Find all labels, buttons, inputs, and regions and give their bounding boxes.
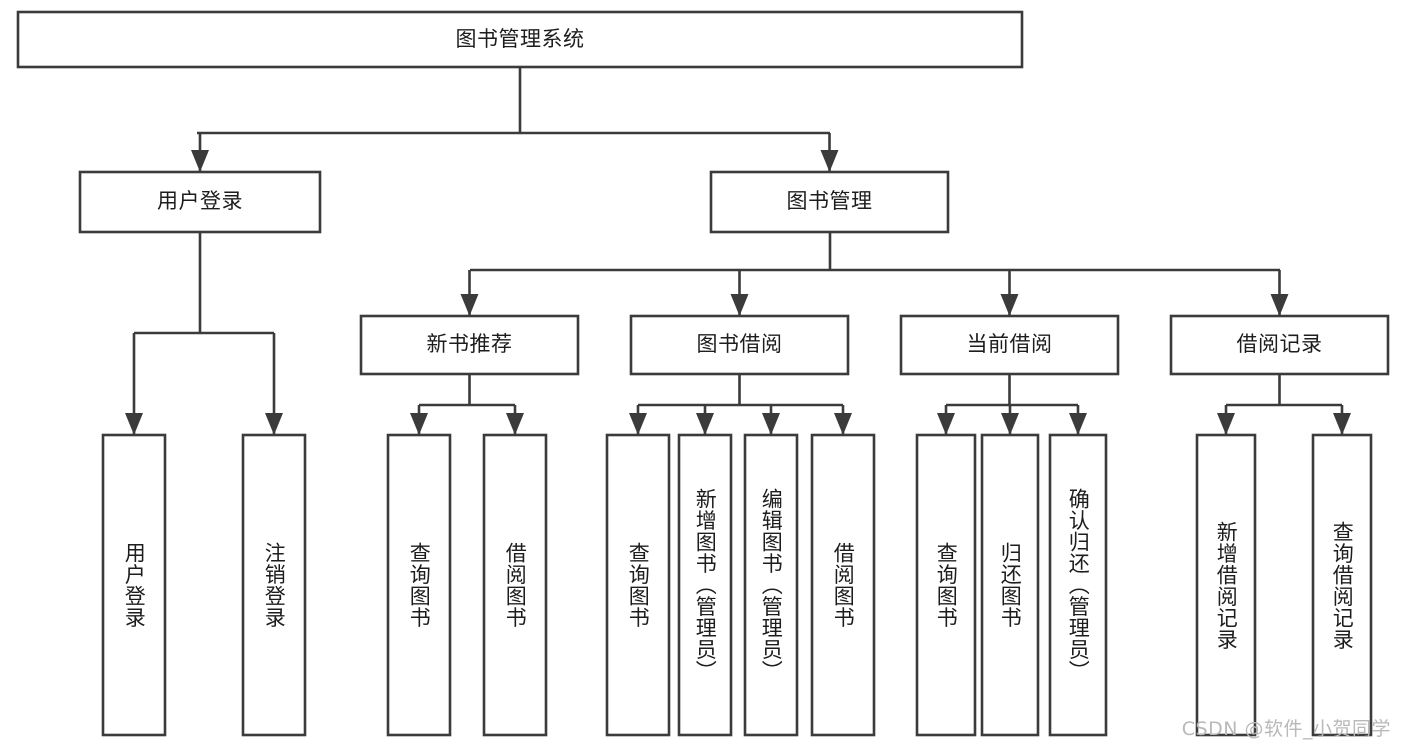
- arrow-head-icon: [1270, 294, 1289, 316]
- node-box-book-manage[interactable]: [709, 170, 950, 234]
- arrow-head-icon: [125, 413, 143, 435]
- arrow-head-icon: [629, 413, 647, 435]
- node-box-leaf-record-query[interactable]: [1311, 433, 1373, 737]
- node-box-leaf-current-query-book[interactable]: [915, 433, 977, 737]
- arrow-head-icon: [696, 413, 714, 435]
- arrow-head-icon: [410, 413, 428, 435]
- node-box-leaf-user-logout[interactable]: [241, 433, 307, 737]
- node-box-leaf-borrow-borrow-book[interactable]: [810, 433, 876, 737]
- node-box-current-borrow[interactable]: [899, 314, 1120, 376]
- arrow-head-icon: [1001, 413, 1019, 435]
- node-box-leaf-record-add[interactable]: [1195, 433, 1257, 737]
- arrow-head-icon: [191, 150, 209, 172]
- node-box-leaf-current-return-book[interactable]: [980, 433, 1040, 737]
- watermark: CSDN @软件_小贺同学: [1181, 718, 1391, 740]
- node-box-leaf-recommend-borrow-book[interactable]: [482, 433, 548, 737]
- arrow-head-icon: [1069, 413, 1087, 435]
- arrow-head-icon: [265, 413, 283, 435]
- node-box-leaf-user-login[interactable]: [101, 433, 167, 737]
- arrow-head-icon: [460, 294, 479, 316]
- node-box-leaf-recommend-query-book[interactable]: [386, 433, 452, 737]
- node-box-leaf-current-confirm-return[interactable]: [1048, 433, 1108, 737]
- arrow-head-icon: [762, 413, 780, 435]
- node-box-user-login[interactable]: [78, 170, 322, 234]
- arrow-head-icon: [506, 413, 524, 435]
- arrow-head-icon: [1217, 413, 1235, 435]
- arrow-head-icon: [937, 413, 955, 435]
- boxes-layer: [16, 10, 1390, 737]
- arrow-head-icon: [820, 150, 839, 172]
- node-box-root[interactable]: [16, 10, 1024, 69]
- node-box-leaf-borrow-query-book[interactable]: [605, 433, 671, 737]
- arrow-head-icon: [1000, 294, 1019, 316]
- arrow-head-icon: [730, 294, 749, 316]
- node-box-borrow-record[interactable]: [1169, 314, 1390, 376]
- node-box-new-book-recommend[interactable]: [359, 314, 580, 376]
- node-box-book-borrow[interactable]: [629, 314, 850, 376]
- arrow-head-icon: [1333, 413, 1351, 435]
- node-box-leaf-borrow-edit-book[interactable]: [743, 433, 799, 737]
- arrow-head-icon: [834, 413, 852, 435]
- node-box-leaf-borrow-add-book[interactable]: [677, 433, 733, 737]
- connectors-layer: [125, 67, 1351, 435]
